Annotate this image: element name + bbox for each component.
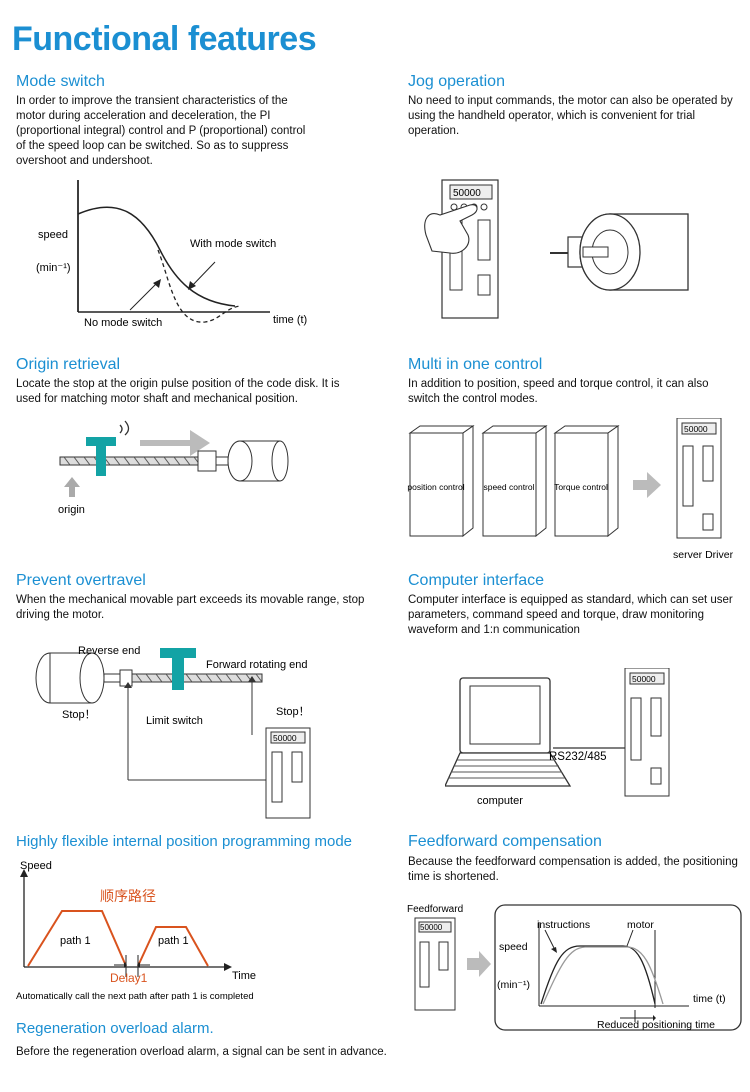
origin-text: Locate the stop at the origin pulse posi… — [16, 378, 340, 405]
driver-label: server Driver — [673, 549, 734, 561]
ff-motor-label: motor — [627, 919, 654, 931]
prog-caption: Automatically call the next path after p… — [16, 991, 254, 1000]
computer-label: computer — [477, 795, 523, 807]
move-arrow — [140, 430, 210, 456]
feedforward-heading: Feedforward compensation — [408, 833, 602, 850]
multi-arrow — [633, 472, 661, 498]
rs-label: RS232/485 — [549, 751, 607, 763]
with-switch-label: With mode switch — [190, 238, 276, 250]
delay-label: Delay1 — [110, 971, 148, 985]
computer-diagram: 50000 RS232/485 computer — [445, 668, 670, 807]
feedforward-text: Because the feedforward compensation is … — [408, 856, 738, 883]
page-title: Functional features — [12, 20, 317, 58]
limit-switch-label: Limit switch — [146, 715, 203, 727]
origin-heading: Origin retrieval — [16, 356, 121, 373]
programming-diagram: Speed 顺序路径 path 1 path 1 Delay1 Time Aut… — [16, 860, 256, 1000]
origin-label: origin — [58, 504, 85, 516]
path1-profile-a — [27, 910, 127, 967]
ff-xlabel: time (t) — [693, 993, 726, 1005]
reverse-end-label: Reverse end — [78, 645, 140, 657]
speed-control-box: speed control — [481, 425, 548, 538]
motor-curve — [542, 946, 664, 1005]
computer-driver — [624, 668, 670, 797]
path1-label-a: path 1 — [60, 935, 91, 947]
ff-yunit: (min⁻¹) — [497, 979, 530, 991]
overtravel-heading: Prevent overtravel — [16, 572, 146, 589]
overtravel-motor — [79, 652, 105, 704]
driver-display: 50000 — [453, 188, 481, 199]
svg-text:Torque control: Torque control — [554, 482, 608, 492]
prog-xlabel: Time — [232, 970, 256, 982]
overtravel-slider — [160, 648, 196, 658]
forward-end-label: Forward rotating end — [206, 659, 308, 671]
multi-diagram: position control speed control Torque co… — [407, 418, 734, 561]
no-switch-label: No mode switch — [84, 317, 162, 329]
mode-yunit: (min⁻¹) — [36, 262, 71, 274]
overtravel-text: When the mechanical movable part exceeds… — [16, 594, 365, 621]
computer-heading: Computer interface — [408, 572, 545, 589]
jog-text: No need to input commands, the motor can… — [408, 95, 733, 137]
path1-profile-b — [137, 926, 209, 967]
regen-heading: Regeneration overload alarm. — [16, 1020, 214, 1037]
mode-switch-text: In order to improve the transient charac… — [16, 95, 306, 167]
path1-label-b: path 1 — [158, 935, 189, 947]
svg-text:50000: 50000 — [420, 923, 443, 932]
svg-text:50000: 50000 — [273, 733, 297, 743]
multi-driver — [676, 418, 722, 539]
mode-ylabel: speed — [38, 229, 68, 241]
mode-switch-diagram: speed (min⁻¹) With mode switch No mode s… — [36, 180, 307, 329]
svg-text:50000: 50000 — [632, 674, 656, 684]
instructions-curve — [540, 945, 656, 1005]
ff-ylabel: speed — [499, 941, 528, 953]
position-control-box: position control — [407, 425, 475, 538]
stop-label-1: Stop！ — [62, 709, 96, 721]
jog-heading: Jog operation — [408, 73, 505, 90]
overtravel-diagram: 50000 Reverse end Forward rotating end S… — [35, 645, 311, 819]
ff-arrow — [467, 951, 491, 977]
hand-icon — [424, 204, 478, 254]
mode-switch-heading: Mode switch — [16, 73, 105, 90]
with-switch-curve — [77, 206, 236, 307]
svg-text:speed control: speed control — [483, 482, 534, 492]
jog-diagram: 50000 — [424, 179, 689, 319]
origin-slider — [86, 437, 116, 446]
ff-instructions-label: instructions — [537, 919, 590, 931]
computer-text: Computer interface is equipped as standa… — [408, 594, 733, 636]
torque-control-box: Torque control — [553, 425, 620, 538]
origin-motor — [271, 440, 289, 482]
svg-text:50000: 50000 — [684, 424, 708, 434]
mode-xlabel: time (t) — [273, 314, 307, 326]
stop-label-2: Stop！ — [276, 706, 310, 718]
with-switch-arrow — [189, 261, 216, 289]
prog-cn-label: 顺序路径 — [100, 888, 156, 904]
prog-ylabel: Speed — [20, 860, 52, 872]
origin-arrow — [64, 477, 80, 497]
svg-text:position control: position control — [407, 482, 464, 492]
ff-label: Feedforward — [407, 904, 463, 915]
programming-heading: Highly flexible internal position progra… — [16, 833, 352, 850]
ff-chart-frame — [494, 904, 742, 1031]
multi-heading: Multi in one control — [408, 356, 543, 373]
regen-text: Before the regeneration overload alarm, … — [16, 1046, 387, 1058]
ff-caption: Reduced positioning time — [597, 1019, 715, 1031]
multi-text: In addition to position, speed and torqu… — [408, 378, 709, 405]
origin-diagram: origin — [58, 420, 289, 516]
feedforward-diagram: Feedforward 50000 instructions motor spe… — [407, 904, 742, 1031]
